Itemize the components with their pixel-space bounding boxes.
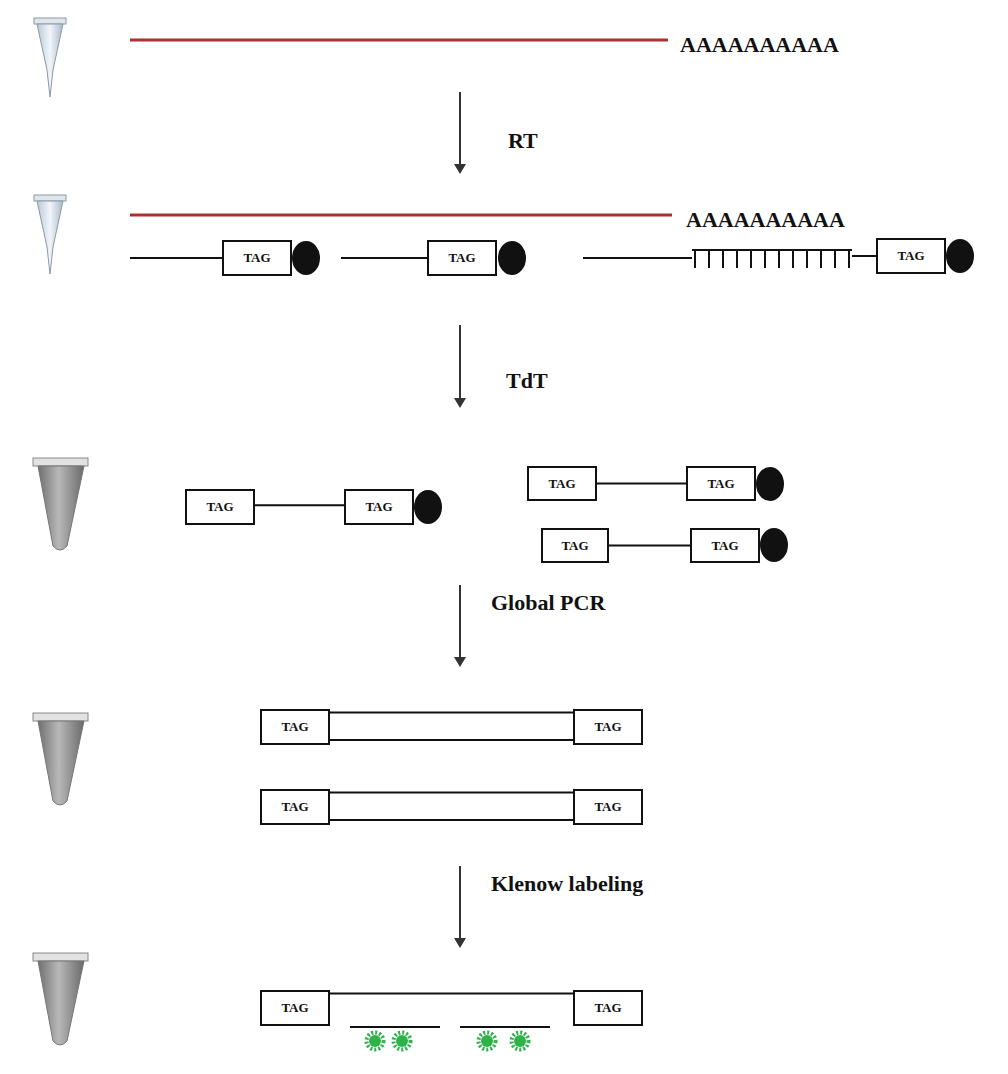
- step-label: Klenow labeling: [491, 871, 643, 896]
- dna-strand: [597, 483, 686, 485]
- pipette-tip: [34, 195, 66, 274]
- mrna-strand: [130, 39, 668, 42]
- tag-box: TAG: [260, 789, 330, 825]
- tag-box: TAG: [573, 990, 643, 1026]
- tag-box: TAG: [344, 489, 414, 525]
- bead: [292, 239, 974, 562]
- dna-strand: [330, 712, 573, 714]
- tag-text: TAG: [448, 250, 475, 266]
- tag-text: TAG: [365, 499, 392, 515]
- tag-text: TAG: [281, 799, 308, 815]
- tag-text: TAG: [281, 719, 308, 735]
- tag-text: TAG: [243, 250, 270, 266]
- mrna-strand: [130, 214, 672, 217]
- tube: [33, 458, 88, 550]
- tag-text: TAG: [594, 799, 621, 815]
- dna-strand: [609, 545, 690, 547]
- tag-box: TAG: [876, 238, 946, 274]
- step-label: TdT: [506, 368, 548, 393]
- tube: [33, 953, 88, 1045]
- dna-strand: [330, 792, 573, 794]
- complementary-strand: [330, 740, 573, 820]
- polya-tail: AAAAAAAAAA: [686, 207, 845, 232]
- tube: [33, 713, 88, 805]
- polya-tail: AAAAAAAAAA: [680, 32, 839, 57]
- dna-strand: [330, 993, 573, 995]
- tag-text: TAG: [561, 538, 588, 554]
- tag-text: TAG: [707, 476, 734, 492]
- step-label: RT: [508, 128, 538, 153]
- tag-box: TAG: [690, 528, 760, 563]
- tag-box: TAG: [541, 528, 609, 563]
- tag-text: TAG: [281, 1000, 308, 1016]
- dna-strand: [255, 504, 344, 506]
- labeled-fragment: [350, 1026, 550, 1028]
- tag-box: TAG: [686, 466, 756, 501]
- tag-box: TAG: [222, 240, 292, 276]
- pipette-tip: [34, 18, 66, 97]
- tag-text: TAG: [594, 1000, 621, 1016]
- oligo-dt-primer: [695, 250, 849, 268]
- tag-text: TAG: [711, 538, 738, 554]
- tag-text: TAG: [594, 719, 621, 735]
- tag-text: TAG: [897, 248, 924, 264]
- tag-box: TAG: [260, 709, 330, 745]
- fluorescent-label: [367, 1033, 529, 1050]
- tag-box: TAG: [185, 489, 255, 525]
- step-label: Global PCR: [491, 590, 605, 615]
- tag-box: TAG: [573, 709, 643, 745]
- tag-box: TAG: [260, 990, 330, 1026]
- tag-text: TAG: [206, 499, 233, 515]
- tag-box: TAG: [527, 466, 597, 501]
- tag-text: TAG: [548, 476, 575, 492]
- tag-box: TAG: [573, 789, 643, 825]
- tag-box: TAG: [427, 240, 497, 276]
